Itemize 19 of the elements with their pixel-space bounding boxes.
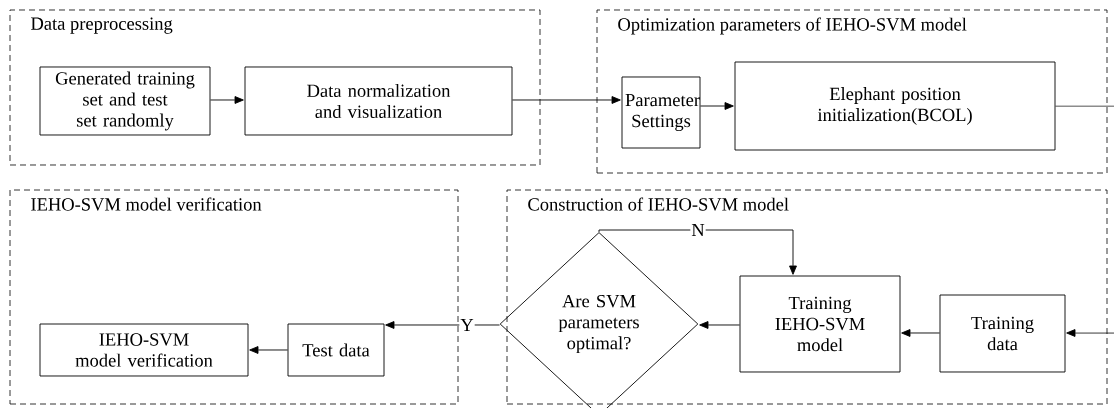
- process-box: Parameter Settings: [621, 76, 701, 149]
- arrow: [699, 321, 740, 329]
- arrow: [1066, 329, 1114, 337]
- arrow: [901, 329, 940, 337]
- process-box: Test data: [287, 323, 385, 377]
- process-box: Generated training set and test set randomly: [39, 66, 211, 136]
- arrow: [249, 346, 288, 354]
- process-box: Elephant position initialization(BCOL): [734, 61, 1056, 151]
- arrow: [512, 96, 621, 104]
- edge-label: N: [691, 223, 705, 237]
- arrow: [700, 102, 734, 110]
- process-box: IEHO-SVM model verification: [39, 323, 249, 377]
- process-box: Training data: [939, 294, 1066, 373]
- arrow: [210, 96, 244, 104]
- process-box: Training IEHO-SVM model: [739, 275, 901, 373]
- arrow: [385, 321, 500, 329]
- arrow: [598, 229, 797, 275]
- process-box: Data normalization and visualization: [244, 66, 513, 136]
- edge-label: Y: [460, 318, 474, 332]
